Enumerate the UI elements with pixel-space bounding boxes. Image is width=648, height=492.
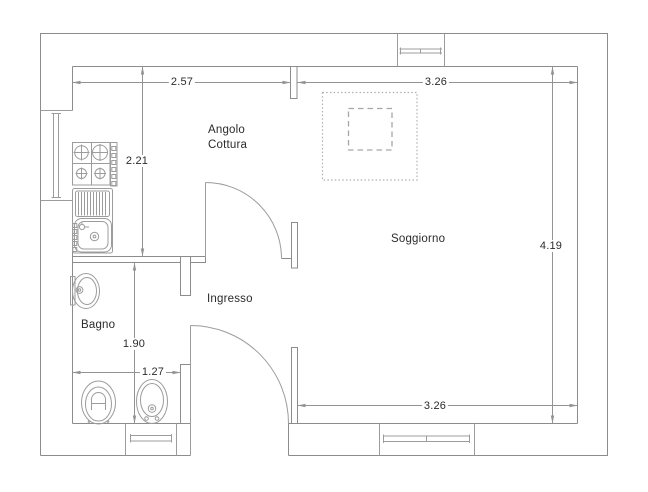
entrance-door-arc bbox=[190, 325, 289, 424]
entrance-door bbox=[190, 325, 289, 456]
dim-label-kitchen-width: 2.57 bbox=[168, 76, 196, 88]
pier-top bbox=[290, 66, 298, 99]
bath-sink bbox=[70, 273, 100, 309]
room-label-kitchen-line1: Angolo bbox=[208, 124, 246, 136]
toilet-seat-detail bbox=[91, 392, 106, 410]
wall-bath-east-upper bbox=[180, 256, 191, 296]
kitchen-door bbox=[205, 182, 282, 259]
window-bottom-bath bbox=[125, 423, 177, 456]
dim-label-living-width-bottom: 3.26 bbox=[421, 400, 449, 412]
dim-label-kitchen-wall-height: 2.21 bbox=[123, 155, 151, 167]
bath-sink-bracket bbox=[70, 276, 76, 306]
dashed-square-outer bbox=[321, 91, 418, 181]
toilet bbox=[81, 380, 116, 425]
exterior-walls bbox=[40, 33, 608, 456]
dim-label-bath-height: 1.90 bbox=[120, 338, 148, 350]
window-left-kitchen bbox=[40, 110, 73, 201]
stove bbox=[72, 142, 118, 187]
dashed-square-inner bbox=[347, 107, 393, 151]
pier-entry-living-lower bbox=[291, 347, 298, 424]
window-top-living bbox=[397, 33, 445, 67]
sink-faucet bbox=[78, 223, 86, 231]
room-label-living: Soggiorno bbox=[391, 233, 446, 245]
bidet bbox=[136, 379, 168, 424]
interior-walls bbox=[72, 66, 298, 424]
sink-drain bbox=[89, 231, 100, 242]
wall-bath-east-lower bbox=[180, 364, 191, 424]
ceiling-opening-dashed bbox=[321, 91, 418, 181]
wall-kitchen-bath-divider bbox=[72, 256, 206, 263]
room-label-kitchen-line2: Cottura bbox=[208, 139, 248, 151]
bidet-faucet bbox=[147, 404, 157, 413]
drainboard bbox=[75, 190, 110, 217]
kitchen-door-arc bbox=[205, 182, 282, 259]
room-label-bath: Bagno bbox=[81, 319, 116, 331]
dim-label-bath-width: 1.27 bbox=[139, 366, 167, 378]
dim-label-living-height: 4.19 bbox=[537, 240, 565, 252]
room-label-entry: Ingresso bbox=[207, 293, 253, 305]
kitchen-sink bbox=[72, 188, 113, 254]
pier-entry-living-upper bbox=[291, 222, 298, 269]
window-bottom-living bbox=[379, 423, 475, 456]
dim-label-living-width-top: 3.26 bbox=[422, 76, 450, 88]
bath-sink-drain bbox=[75, 286, 84, 294]
